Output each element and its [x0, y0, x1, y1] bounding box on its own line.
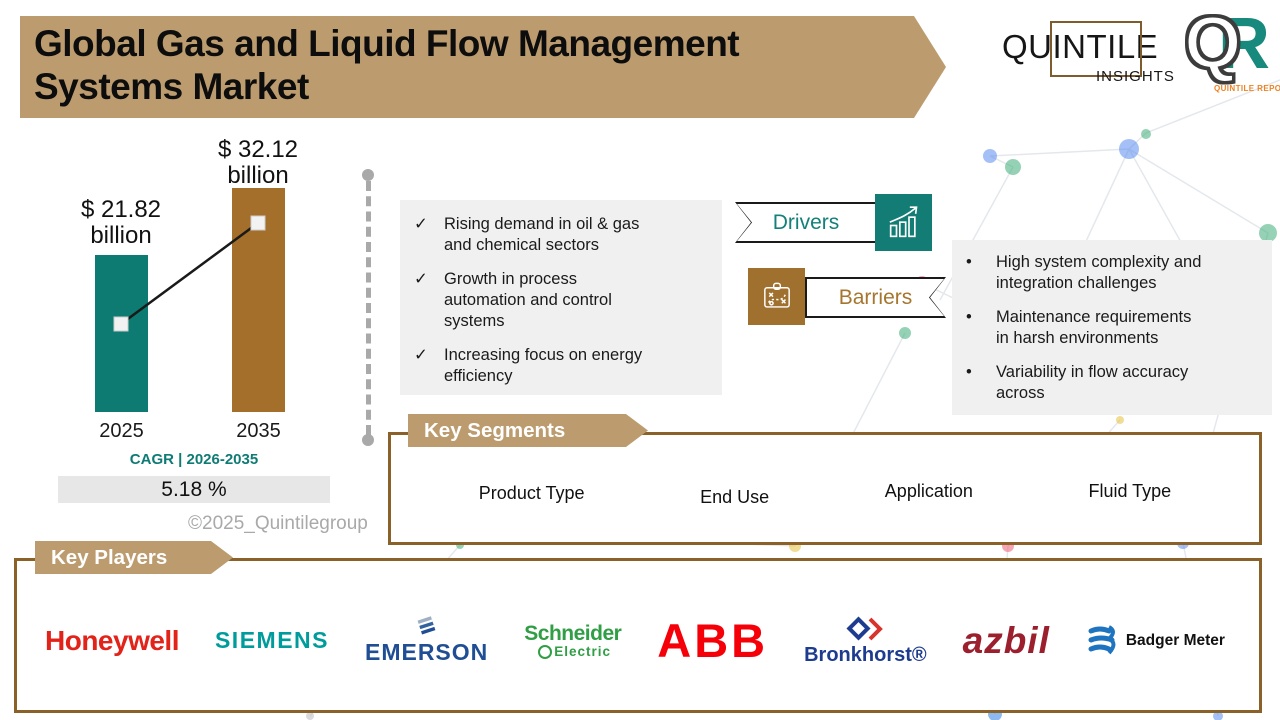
- value-label-2025: $ 21.82 billion: [80, 196, 162, 250]
- badger-meter-waves-icon: [1088, 624, 1116, 654]
- bar-2025: [95, 255, 148, 412]
- header-banner: [20, 16, 946, 118]
- slide-title: Global Gas and Liquid Flow Management Sy…: [34, 22, 874, 109]
- bar-2035: [232, 188, 285, 412]
- barrier-item-text: Maintenance requirements in harsh enviro…: [996, 307, 1192, 347]
- key-segments-banner-label: Key Segments: [424, 418, 566, 442]
- logo-abb: ABB: [657, 614, 769, 667]
- clipboard-strategy-icon: [748, 268, 805, 325]
- segment-item-end-use: End Use: [700, 487, 770, 507]
- segment-item-fluid-type: Fluid Type: [1088, 481, 1172, 501]
- bullet-icon: •: [966, 253, 972, 271]
- logo-azbil: azbil: [962, 619, 1050, 661]
- qr-logo-r: R: [1218, 4, 1270, 84]
- drivers-list: ✓ Rising demand in oil & gas and chemica…: [400, 200, 722, 395]
- key-players-banner-label: Key Players: [51, 545, 168, 569]
- emerson-wordmark: EMERSON: [364, 639, 489, 665]
- drivers-ribbon: Drivers: [735, 202, 877, 243]
- value-label-2035: $ 32.12 billion: [217, 136, 299, 190]
- check-icon: ✓: [414, 269, 428, 288]
- schneider-loop-icon: [538, 644, 553, 659]
- copyright-watermark: ©2025_Quintilegroup: [188, 513, 368, 534]
- bronkhorst-wordmark: Bronkhorst®: [804, 644, 927, 666]
- driver-item-text: Increasing focus on energy efficiency: [444, 345, 643, 385]
- qr-logo-caption: QUINTILE REPORTS: [1214, 84, 1280, 93]
- timeline-dashed-line: [366, 181, 371, 435]
- logo-bronkhorst: Bronkhorst®: [804, 614, 927, 667]
- electric-wordmark: Electric: [554, 643, 612, 659]
- cagr-title: CAGR | 2026-2035: [129, 451, 259, 468]
- schneider-wordmark: Schneider: [524, 621, 622, 645]
- cagr-value: 5.18 %: [161, 477, 227, 501]
- logo-schneider-electric: Schneider Electric: [524, 621, 622, 659]
- quintile-logo-frame: [1050, 21, 1142, 77]
- barrier-item-text: Variability in flow accuracy across: [996, 362, 1189, 402]
- barrier-item: • Variability in flow accuracy across: [966, 362, 1260, 404]
- barriers-ribbon: Barriers: [805, 277, 946, 318]
- key-segments-banner: Key Segments: [408, 414, 648, 447]
- check-icon: ✓: [414, 215, 428, 233]
- driver-item-text: Growth in process automation and control…: [444, 269, 612, 330]
- driver-item: ✓ Rising demand in oil & gas and chemica…: [414, 214, 710, 256]
- check-icon: ✓: [414, 345, 428, 364]
- slide-title-line2: Systems Market: [34, 66, 309, 108]
- quintile-insights-logo: QUINTILE INSIGHTS: [1002, 21, 1177, 98]
- bronkhorst-diamond-icon: [846, 616, 884, 641]
- logo-emerson: EMERSON: [365, 615, 488, 666]
- segment-item-application: Application: [884, 481, 973, 501]
- barrier-item: • High system complexity and integration…: [966, 252, 1260, 294]
- key-players-banner: Key Players: [35, 541, 233, 574]
- key-segments-box: Product Type End Use Application Fluid T…: [388, 432, 1262, 545]
- bullet-icon: •: [966, 362, 972, 381]
- barrier-item-text: High system complexity and integration c…: [996, 253, 1202, 292]
- badger-meter-wordmark: Badger Meter: [1125, 631, 1225, 649]
- logo-badger-meter: Badger Meter: [1086, 623, 1225, 659]
- bullet-icon: •: [966, 307, 972, 326]
- cagr-value-badge: 5.18 %: [58, 476, 330, 503]
- barriers-list: • High system complexity and integration…: [952, 240, 1272, 415]
- driver-item-text: Rising demand in oil & gas and chemical …: [444, 215, 640, 254]
- segment-item-product-type: Product Type: [478, 483, 585, 503]
- players-row: Honeywell SIEMENS EMERSON Schneider Elec…: [17, 561, 1259, 710]
- driver-item: ✓ Increasing focus on energy efficiency: [414, 345, 710, 387]
- timeline-dot-top: [362, 169, 374, 181]
- insights-wordmark: INSIGHTS: [1096, 68, 1175, 85]
- logo-honeywell: Honeywell: [45, 624, 179, 656]
- emerson-mark-icon: [417, 616, 436, 635]
- key-players-box: Honeywell SIEMENS EMERSON Schneider Elec…: [14, 558, 1262, 713]
- driver-item: ✓ Growth in process automation and contr…: [414, 269, 710, 332]
- drivers-title: Drivers: [772, 210, 840, 234]
- barrier-item: • Maintenance requirements in harsh envi…: [966, 307, 1260, 349]
- growth-chart-icon: [875, 194, 932, 251]
- timeline-dot-bottom: [362, 434, 374, 446]
- barriers-title: Barriers: [838, 285, 913, 309]
- year-label-2035: 2035: [236, 420, 281, 442]
- qr-logo: R Q QUINTILE REPORTS: [1183, 4, 1280, 98]
- slide-title-line1: Global Gas and Liquid Flow Management: [34, 23, 740, 64]
- quintile-wordmark: QUINTILE: [1002, 28, 1159, 65]
- year-label-2025: 2025: [99, 420, 144, 442]
- logo-siemens: SIEMENS: [214, 627, 329, 653]
- segments-row: Product Type End Use Application Fluid T…: [391, 435, 1259, 542]
- qr-logo-q: Q: [1183, 1, 1244, 84]
